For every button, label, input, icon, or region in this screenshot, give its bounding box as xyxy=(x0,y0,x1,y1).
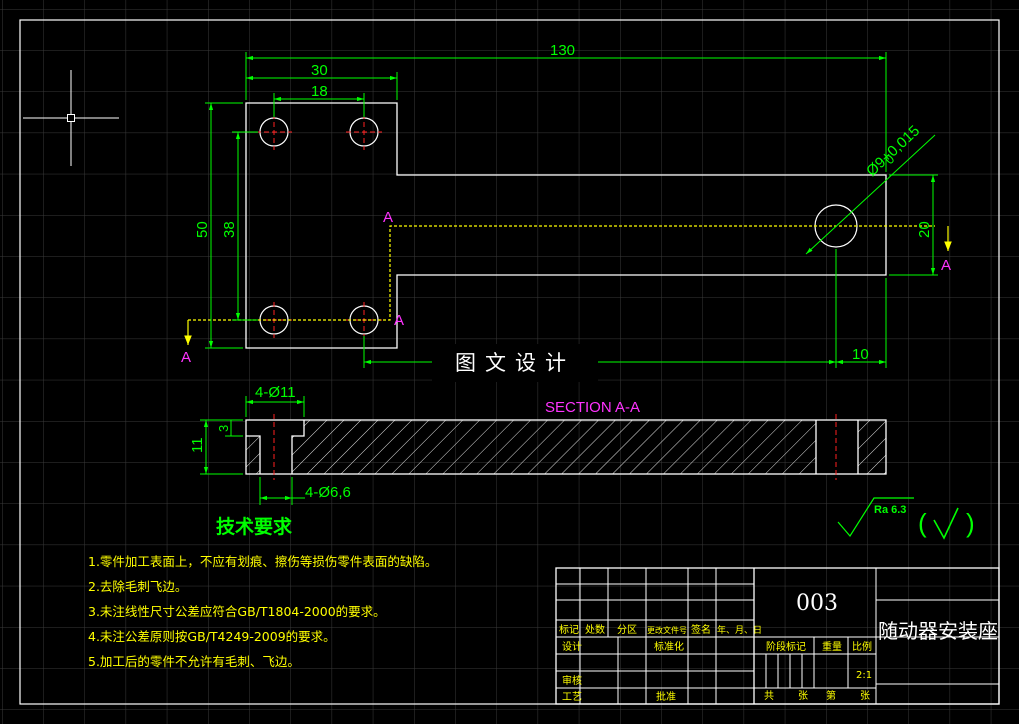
dim-10: 10 xyxy=(852,346,869,363)
requirements-title: 技术要求 xyxy=(216,515,293,538)
tb-process: 工艺 xyxy=(562,691,582,703)
tb-weight: 重量 xyxy=(822,640,842,653)
title-block-grid xyxy=(555,567,1000,705)
tb-standardize: 标准化 xyxy=(654,640,684,653)
roughness-paren-close: ) xyxy=(966,508,975,538)
requirement-5: 5.加工后的零件不允许有毛刺、飞边。 xyxy=(88,654,300,669)
requirement-2: 2.去除毛刺飞边。 xyxy=(88,579,187,594)
top-view-dimension-lines xyxy=(205,52,938,368)
dim-50: 50 xyxy=(194,221,211,238)
tb-review: 审核 xyxy=(562,674,582,687)
crosshair-cursor-icon xyxy=(23,70,119,166)
tb-page: 第 xyxy=(826,689,836,702)
tb-count: 处数 xyxy=(585,623,605,636)
dim-20: 20 xyxy=(916,221,933,238)
dim-hole: 4-Ø6,6 xyxy=(305,484,351,501)
dim-3: 3 xyxy=(216,425,231,432)
tb-design: 设计 xyxy=(562,640,582,653)
section-arrows xyxy=(184,226,952,345)
tb-signature: 签名 xyxy=(691,623,711,636)
tb-sheet2: 张 xyxy=(860,690,870,702)
dim-11: 11 xyxy=(189,437,206,453)
dim-130: 130 xyxy=(550,42,575,59)
dim-30: 30 xyxy=(311,62,328,79)
dim-18: 18 xyxy=(311,83,328,100)
tb-scale-value: 2:1 xyxy=(856,670,872,681)
section-view xyxy=(245,414,887,480)
part-number: 003 xyxy=(796,591,838,616)
roughness-paren-open: ( xyxy=(918,508,927,538)
section-cut-line xyxy=(188,225,935,321)
roughness-symbol-icon xyxy=(837,497,959,540)
tb-zone: 分区 xyxy=(617,624,637,636)
tb-mark: 标记 xyxy=(559,624,579,636)
section-dimension-lines xyxy=(200,396,305,505)
tb-stage-mark: 阶段标记 xyxy=(766,640,806,653)
tb-approve: 批准 xyxy=(656,690,676,703)
tb-date: 年、月、日 xyxy=(717,624,762,636)
tb-scale: 比例 xyxy=(852,640,872,653)
part-name: 随动器安装座 xyxy=(878,619,998,643)
watermark-label: 图文设计 xyxy=(432,344,598,382)
top-view-outline xyxy=(245,102,887,349)
section-mark-a1: A xyxy=(383,209,393,226)
tb-sheets: 张 xyxy=(798,690,808,702)
section-title: SECTION A-A xyxy=(545,399,640,416)
drawing-frame xyxy=(19,19,1000,705)
tb-total: 共 xyxy=(764,690,774,702)
section-mark-a2: A xyxy=(394,312,404,329)
requirement-3: 3.未注线性尺寸公差应符合GB/T1804-2000的要求。 xyxy=(88,604,386,619)
roughness-ra: Ra 6.3 xyxy=(874,504,906,516)
requirement-4: 4.未注公差原则按GB/T4249-2009的要求。 xyxy=(88,629,336,644)
tb-change-doc: 更改文件号 xyxy=(647,625,687,635)
dim-38: 38 xyxy=(221,221,238,238)
section-mark-a4: A xyxy=(941,257,951,274)
requirement-1: 1.零件加工表面上，不应有划痕、擦伤等损伤零件表面的缺陷。 xyxy=(88,554,437,569)
dim-counterbore: 4-Ø11 xyxy=(255,384,296,401)
section-mark-a3: A xyxy=(181,349,191,366)
